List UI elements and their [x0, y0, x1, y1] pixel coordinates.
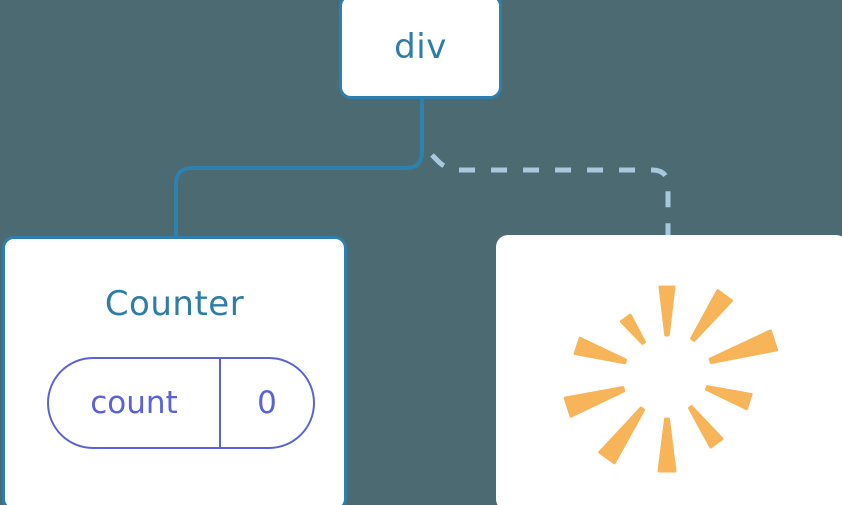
node-counter[interactable]: Counter count 0: [2, 236, 347, 505]
sparkle-ray-2: [708, 329, 779, 364]
node-counter-label: Counter: [104, 284, 245, 324]
sparkle-ray-3: [705, 385, 753, 411]
prop-pill-value: 0: [257, 385, 277, 421]
prop-pill-key: count: [49, 359, 221, 447]
sparkle-ray-0: [658, 285, 676, 337]
node-sparkle[interactable]: [496, 235, 842, 505]
node-div-label: div: [394, 26, 447, 67]
sparkle-ray-1: [690, 289, 733, 342]
sparkle-ray-6: [598, 406, 646, 465]
sparkle-ray-8: [573, 336, 628, 365]
sparkle-burst-icon: [563, 285, 779, 473]
prop-pill-count[interactable]: count 0: [47, 357, 315, 449]
edge-root-to-sparkle: [430, 153, 671, 236]
sparkle-ray-9: [619, 313, 646, 345]
sparkle-ray-7: [563, 386, 626, 418]
node-div[interactable]: div: [339, 0, 502, 99]
edge-root-to-counter: [174, 97, 424, 240]
sparkle-ray-4: [687, 405, 724, 449]
sparkle-ray-5: [657, 417, 677, 473]
